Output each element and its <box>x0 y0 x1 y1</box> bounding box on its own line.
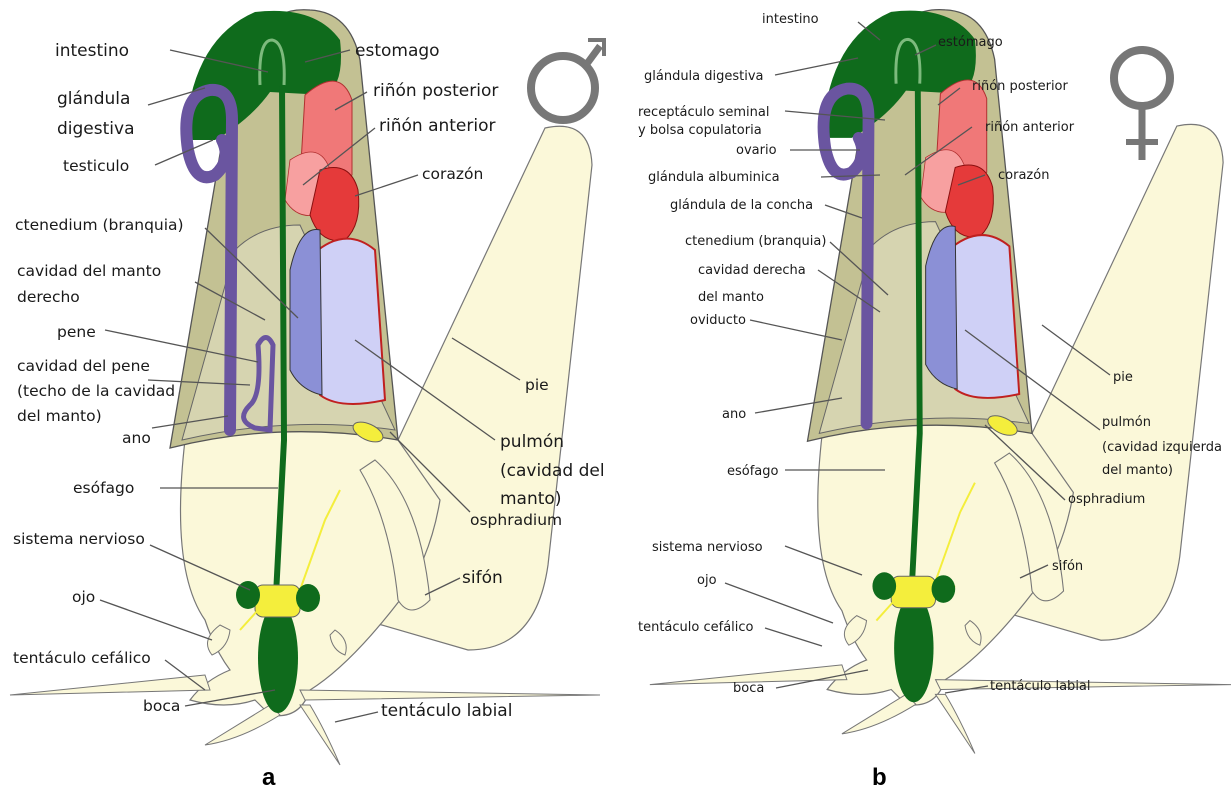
label-boca-b: boca <box>733 681 764 696</box>
label-pulmon-line3: manto) <box>500 489 561 509</box>
label-tentaculo-labial-b: tentáculo labial <box>990 679 1091 694</box>
label-receptaculo-line1: receptáculo seminal <box>638 105 769 120</box>
panel-b: intestino estómago glándula digestiva ri… <box>638 10 1231 791</box>
label-pie-b: pie <box>1113 370 1133 385</box>
label-pulmon-line1: pulmón <box>500 432 564 452</box>
label-ctenedium-b: ctenedium (branquia) <box>685 234 826 249</box>
label-pulmon-b-line1: pulmón <box>1102 415 1151 430</box>
panel-letter-b: b <box>872 764 887 791</box>
label-esofago: esófago <box>73 479 134 497</box>
label-pie: pie <box>525 376 549 394</box>
label-cavidad-manto-line2: derecho <box>17 288 80 306</box>
label-esofago-b: esófago <box>727 464 779 479</box>
label-oviducto: oviducto <box>690 313 746 328</box>
female-symbol <box>1114 50 1170 160</box>
label-ano-b: ano <box>722 407 746 422</box>
label-glandula-line2: digestiva <box>57 119 135 139</box>
label-sifon: sifón <box>462 568 503 588</box>
label-glandula-concha: glándula de la concha <box>670 198 813 213</box>
panel-letter-a: a <box>262 764 276 791</box>
label-sistema-nervioso-b: sistema nervioso <box>652 540 763 555</box>
label-glandula-albuminica: glándula albuminica <box>648 170 780 185</box>
label-pene: pene <box>57 323 96 341</box>
label-cavidad-derecha-line1: cavidad derecha <box>698 263 806 278</box>
label-rinon-posterior: riñón posterior <box>373 81 498 101</box>
label-sifon-b: sifón <box>1052 559 1083 574</box>
label-tentaculo-labial: tentáculo labial <box>381 701 512 721</box>
label-ovario: ovario <box>736 143 777 158</box>
label-cavidad-manto-line1: cavidad del manto <box>17 262 161 280</box>
label-estomago: estomago <box>355 41 440 61</box>
label-osphradium: osphradium <box>470 511 562 529</box>
label-receptaculo-line2: y bolsa copulatoria <box>638 123 762 138</box>
label-cavidad-pene-line1: cavidad del pene <box>17 357 150 375</box>
label-pulmon-b-line2: (cavidad izquierda <box>1102 440 1222 455</box>
label-ojo: ojo <box>72 588 95 606</box>
label-cavidad-pene-line2: (techo de la cavidad <box>17 382 175 400</box>
label-pulmon-b-line3: del manto) <box>1102 463 1173 478</box>
label-tentaculo-cefalico: tentáculo cefálico <box>13 649 151 667</box>
label-rinon-anterior: riñón anterior <box>379 116 496 136</box>
label-glandula-line1: glándula <box>57 89 130 109</box>
label-boca: boca <box>143 697 180 715</box>
label-corazon: corazón <box>422 165 483 183</box>
label-ano: ano <box>122 429 151 447</box>
label-rinon-posterior-b: riñón posterior <box>972 79 1069 94</box>
label-intestino: intestino <box>55 41 129 61</box>
label-glandula-digestiva-b: glándula digestiva <box>644 69 764 84</box>
panel-a: intestino estomago glándula digestiva ri… <box>10 10 605 791</box>
label-cavidad-pene-line3: del manto) <box>17 407 102 425</box>
label-tentaculo-cefalico-b: tentáculo cefálico <box>638 620 754 635</box>
label-intestino-b: intestino <box>762 12 819 27</box>
label-testiculo: testiculo <box>63 157 129 175</box>
label-ctenedium: ctenedium (branquia) <box>15 216 184 234</box>
label-rinon-anterior-b: riñón anterior <box>985 120 1075 135</box>
label-corazon-b: corazón <box>998 168 1049 183</box>
label-osphradium-b: osphradium <box>1068 492 1145 507</box>
label-sistema-nervioso: sistema nervioso <box>13 530 145 548</box>
label-pulmon-line2: (cavidad del <box>500 461 605 481</box>
male-symbol <box>531 40 604 120</box>
label-cavidad-derecha-line2: del manto <box>698 290 764 305</box>
label-estomago-b: estómago <box>938 35 1003 50</box>
label-ojo-b: ojo <box>697 573 717 588</box>
